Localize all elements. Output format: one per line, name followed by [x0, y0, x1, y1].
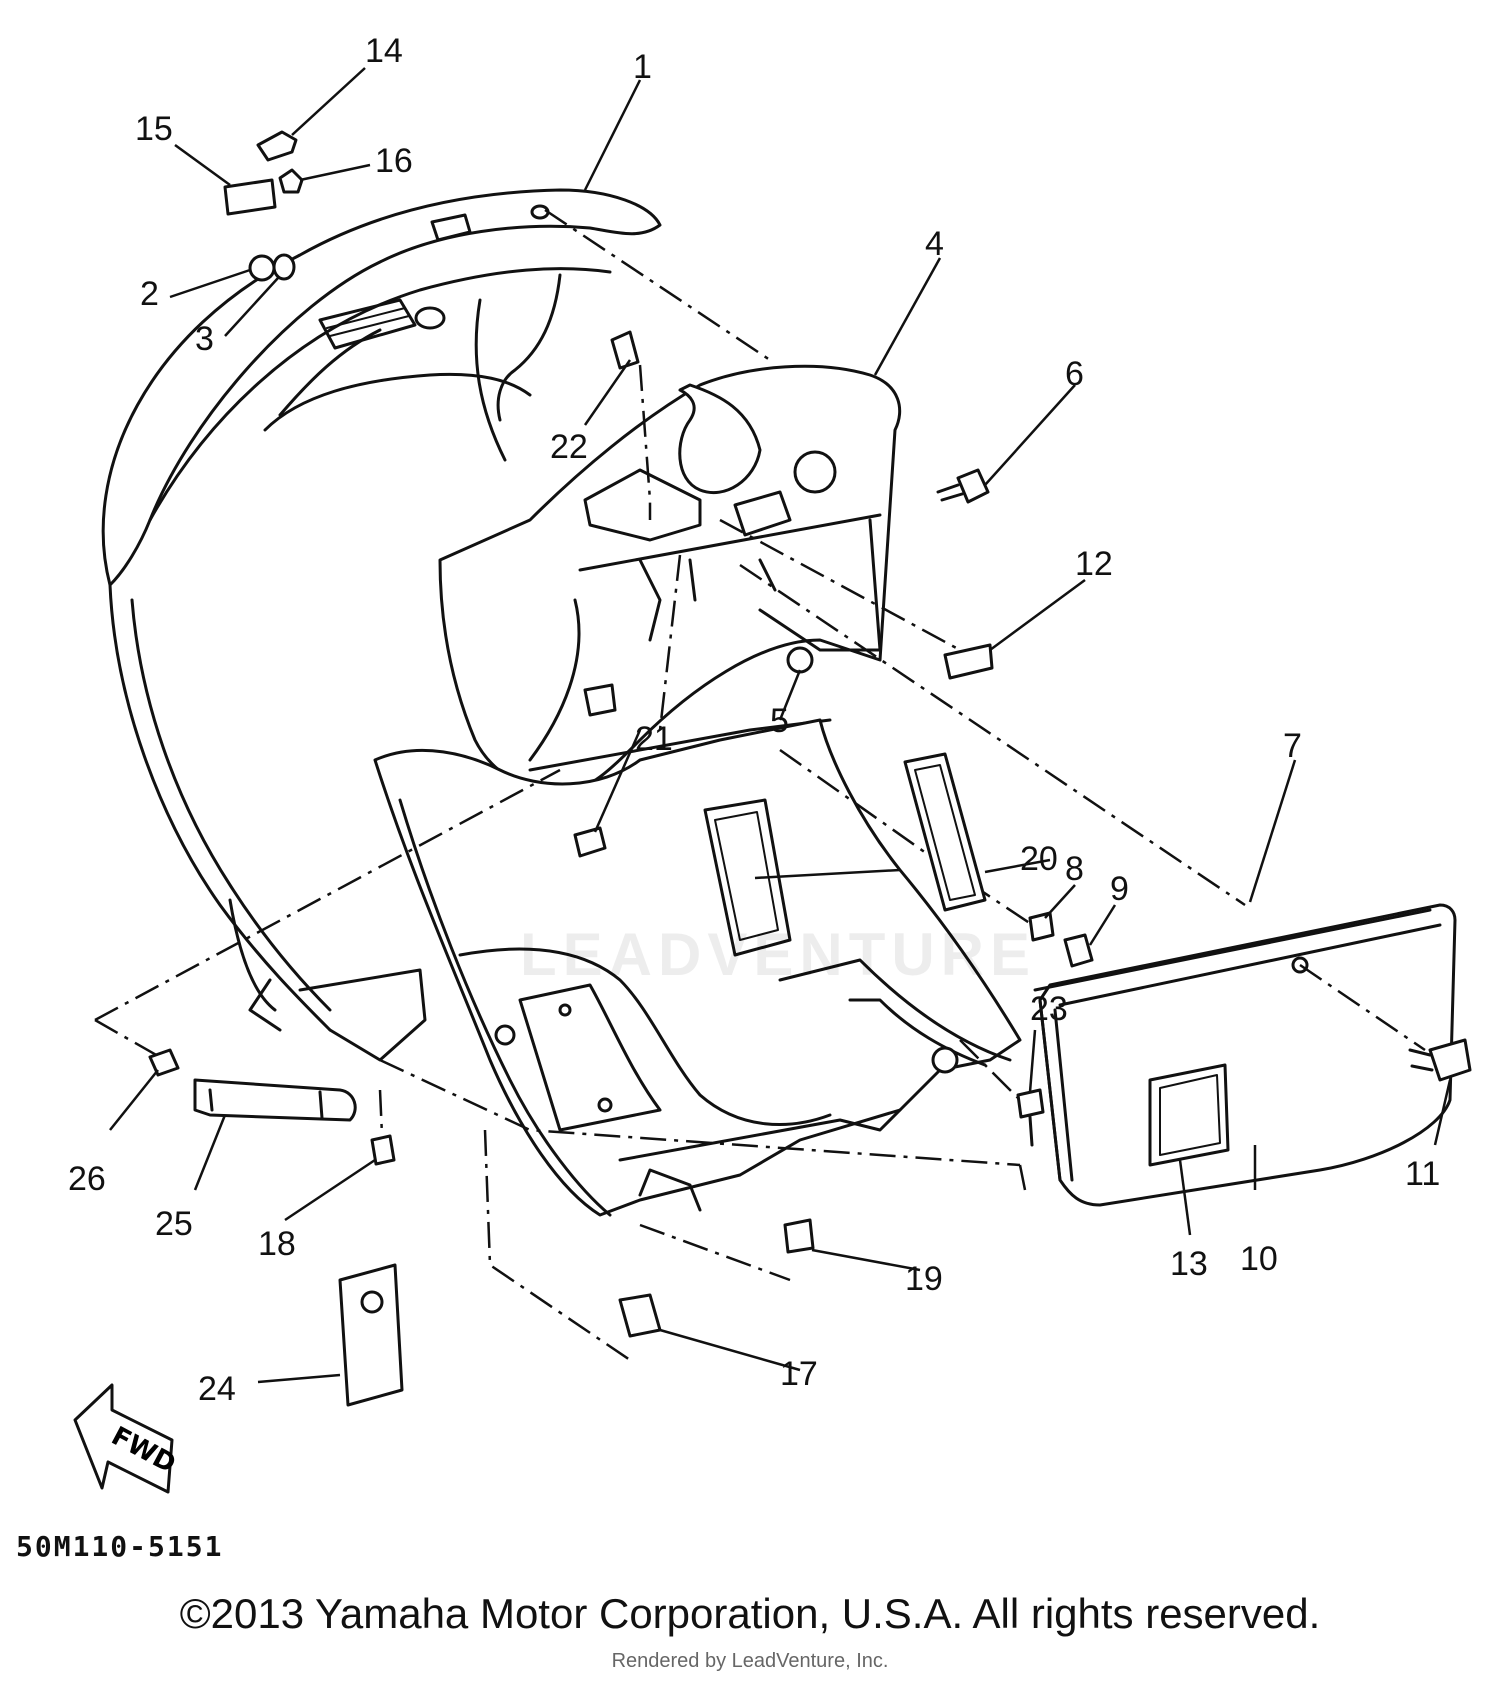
part-cap-16: [278, 168, 304, 194]
callout-7: 7: [1283, 727, 1302, 765]
callout-23: 23: [1030, 990, 1068, 1028]
part-screw-11: [1428, 1038, 1472, 1082]
part-pad-20: [903, 752, 987, 912]
watermark: LEADVENTURE: [520, 921, 1037, 988]
copyright-notice: ©2013 Yamaha Motor Corporation, U.S.A. A…: [179, 1590, 1321, 1637]
callout-14: 14: [365, 32, 403, 70]
callout-19: 19: [905, 1260, 943, 1298]
part-fastener-9: [1063, 933, 1094, 968]
part-floor-board: [373, 718, 1022, 1217]
callout-20: 20: [1020, 840, 1058, 878]
part-nut-2: [248, 254, 276, 282]
part-clip-14: [256, 130, 298, 162]
callout-11: 11: [1405, 1155, 1440, 1193]
callout-3: 3: [195, 320, 214, 358]
callout-labels: 1 2 3 4 5 6 7 8 9 10 11 12 13 14 15 16 1…: [68, 32, 1440, 1408]
callout-26: 26: [68, 1160, 106, 1198]
part-washer-3: [272, 253, 296, 281]
callout-15: 15: [135, 110, 173, 148]
part-clip-12: [943, 643, 994, 680]
part-clip-21: [573, 826, 607, 858]
callout-6: 6: [1065, 355, 1084, 393]
part-bolt-19: [783, 1218, 815, 1254]
part-nut-5: [786, 646, 814, 674]
part-bracket-25: [193, 1078, 357, 1122]
fwd-arrow: FWD: [73, 1383, 181, 1494]
part-bolt-23: [1016, 1088, 1045, 1119]
callout-9: 9: [1110, 870, 1129, 908]
part-pad-22: [610, 330, 640, 370]
callout-2: 2: [140, 275, 159, 313]
callout-17: 17: [780, 1355, 818, 1393]
callout-18: 18: [258, 1225, 296, 1263]
callout-4: 4: [925, 225, 944, 263]
part-plate-24: [338, 1263, 404, 1407]
callout-5: 5: [770, 702, 789, 740]
callout-10: 10: [1240, 1240, 1278, 1278]
callout-12: 12: [1075, 545, 1113, 583]
part-side-panel: [1033, 903, 1457, 1207]
part-label-15: [223, 178, 277, 216]
callout-25: 25: [155, 1205, 193, 1243]
callout-21: 21: [635, 720, 673, 758]
callout-24: 24: [198, 1370, 236, 1408]
rendered-by-notice: Rendered by LeadVenture, Inc.: [611, 1650, 889, 1672]
part-clip-18: [370, 1134, 396, 1166]
assembly-lines: [94, 208, 1426, 1362]
part-fastener-8: [1028, 911, 1055, 942]
callout-16: 16: [375, 142, 413, 180]
callout-8: 8: [1065, 850, 1084, 888]
hardware-parts: [148, 130, 1472, 1407]
callout-22: 22: [550, 428, 588, 466]
callout-13: 13: [1170, 1245, 1208, 1283]
part-front-cowling: [101, 188, 662, 1062]
part-screw-26: [148, 1048, 180, 1077]
diagram-code: 50M110-5151: [16, 1530, 224, 1563]
callout-1: 1: [633, 48, 652, 86]
leader-lines: [109, 67, 1452, 1384]
part-clipnut-17: [618, 1293, 662, 1338]
part-screw-6: [956, 468, 990, 504]
